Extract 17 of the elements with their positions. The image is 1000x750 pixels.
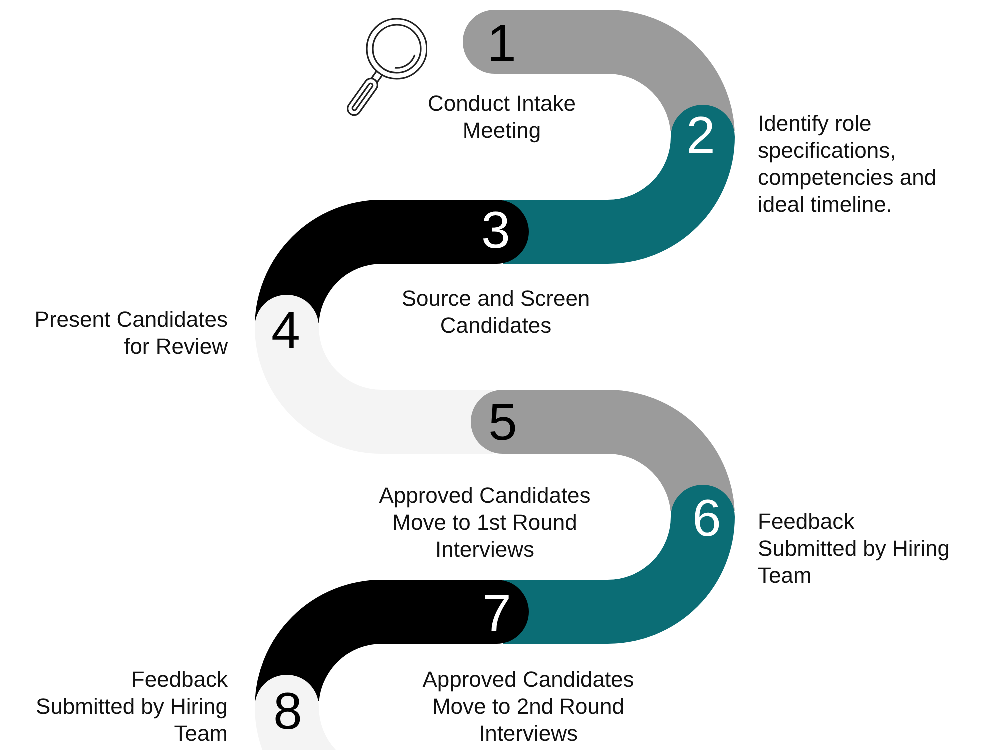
step-number: 8 — [274, 686, 302, 738]
step-description: Approved Candidates Move to 1st Round Interviews — [378, 482, 592, 563]
step-number: 2 — [686, 110, 716, 162]
step-description: Approved Candidates Move to 2nd Round Interviews — [422, 666, 636, 747]
road-segment — [255, 675, 336, 750]
step-number: 6 — [692, 493, 722, 545]
step-description: Source and Screen Candidates — [400, 285, 592, 339]
step-number: 5 — [488, 397, 518, 449]
step-description: Identify role specifications, competencies and ideal timeline. — [758, 110, 938, 218]
step-number: 1 — [488, 18, 516, 70]
step-description: Feedback Submitted by Hiring Team — [758, 508, 951, 589]
step-description: Feedback Submitted by Hiring Team — [35, 666, 228, 747]
step-number: 7 — [482, 588, 512, 640]
step-description: Present Candidates for Review — [34, 306, 228, 360]
step-description: Conduct Intake Meeting — [427, 90, 577, 144]
step-number: 4 — [272, 305, 300, 357]
step-number: 3 — [482, 205, 510, 257]
